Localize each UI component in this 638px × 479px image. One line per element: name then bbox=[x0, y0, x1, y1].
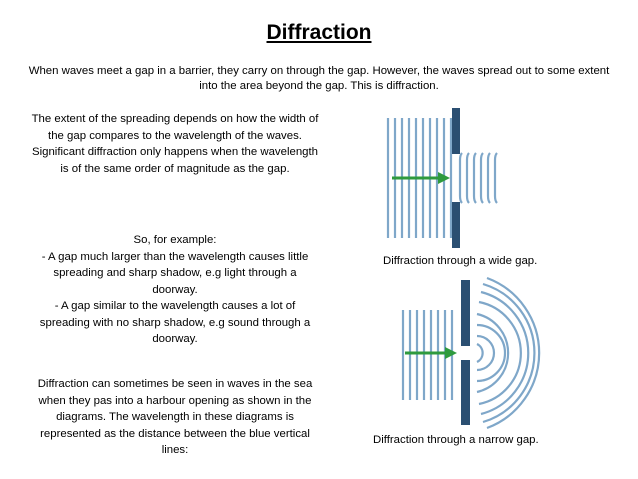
diffracted-wavefronts bbox=[476, 276, 541, 430]
page-title: Diffraction bbox=[266, 21, 372, 44]
example-large-gap: - A gap much larger than the wavelength … bbox=[41, 250, 309, 296]
wide-gap-caption: Diffraction through a wide gap. bbox=[383, 255, 538, 267]
barrier-top bbox=[452, 108, 460, 154]
narrow-gap-caption: Diffraction through a narrow gap. bbox=[373, 434, 539, 446]
wave-direction-arrow bbox=[392, 172, 450, 184]
example-similar-gap: - A gap similar to the wavelength causes… bbox=[39, 300, 311, 345]
barrier-bottom bbox=[461, 360, 470, 425]
examples-block: So, for example: - A gap much larger tha… bbox=[30, 232, 320, 348]
harbour-paragraph: Diffraction can sometimes be seen in wav… bbox=[37, 378, 313, 456]
transmitted-wavefronts bbox=[458, 152, 498, 204]
intro-paragraph: When waves meet a gap in a barrier, they… bbox=[28, 65, 610, 92]
barrier-bottom bbox=[452, 202, 460, 248]
narrow-gap-diagram bbox=[401, 276, 541, 430]
barrier-top bbox=[461, 280, 470, 346]
gap-wavelength-paragraph: The extent of the spreading depends on h… bbox=[31, 113, 319, 175]
wave-direction-arrow bbox=[405, 347, 457, 359]
wide-gap-diagram bbox=[386, 108, 498, 248]
incoming-wavefronts bbox=[401, 310, 454, 400]
examples-heading: So, for example: bbox=[133, 234, 217, 246]
